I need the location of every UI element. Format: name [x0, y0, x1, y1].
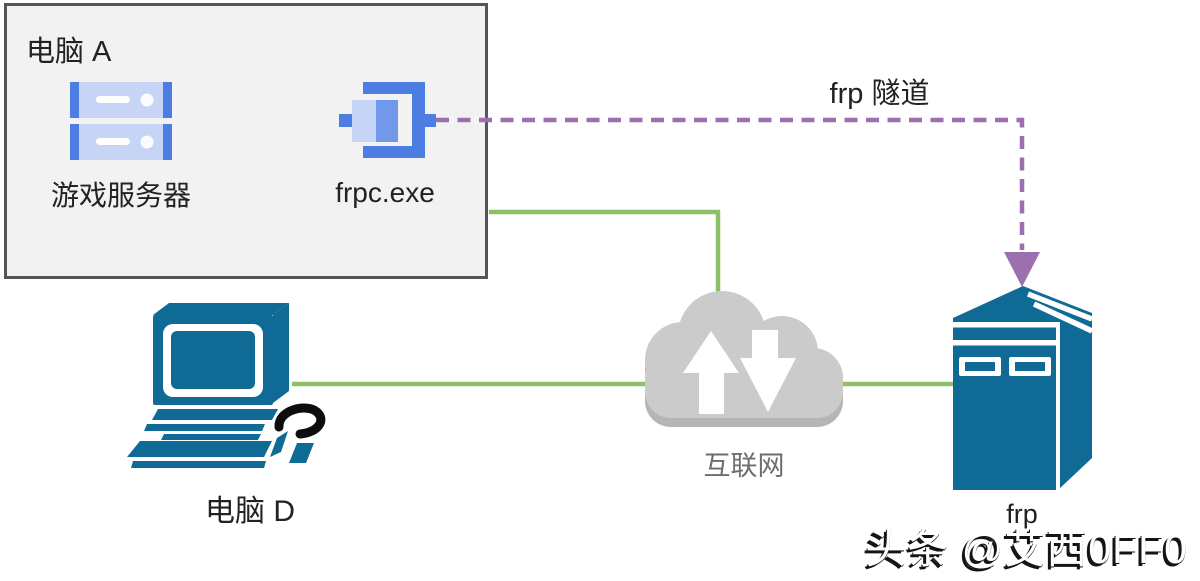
- internet-label: 互联网: [703, 451, 785, 481]
- computer-d-icon: [127, 303, 289, 468]
- frp-server-icon: [953, 286, 1094, 490]
- upload-arrow-icon: [683, 331, 739, 414]
- game-server-label: 游戏服务器: [50, 180, 191, 211]
- frp-tunnel-dashed-line: [436, 117, 1025, 250]
- computer-d-label: 电脑 D: [205, 495, 295, 528]
- cloud-shadow: [645, 300, 843, 427]
- download-arrow-icon: [740, 330, 796, 412]
- frpc-label: frpc.exe: [335, 177, 435, 208]
- frp-tunnel-label: frp 隧道: [829, 78, 930, 110]
- computer-a-title: 电脑 A: [26, 36, 112, 68]
- frp-tunnel-arrowhead-icon: [1004, 252, 1040, 287]
- watermark: 头条 @艾西0FF0: [865, 526, 1188, 572]
- internet-cloud-icon: [645, 291, 843, 418]
- question-mark-icon: [274, 403, 326, 439]
- frp-server-label: frp: [1006, 499, 1038, 529]
- connector-frpc-to-internet: [489, 209, 721, 294]
- question-mark-dot-icon: [289, 443, 314, 463]
